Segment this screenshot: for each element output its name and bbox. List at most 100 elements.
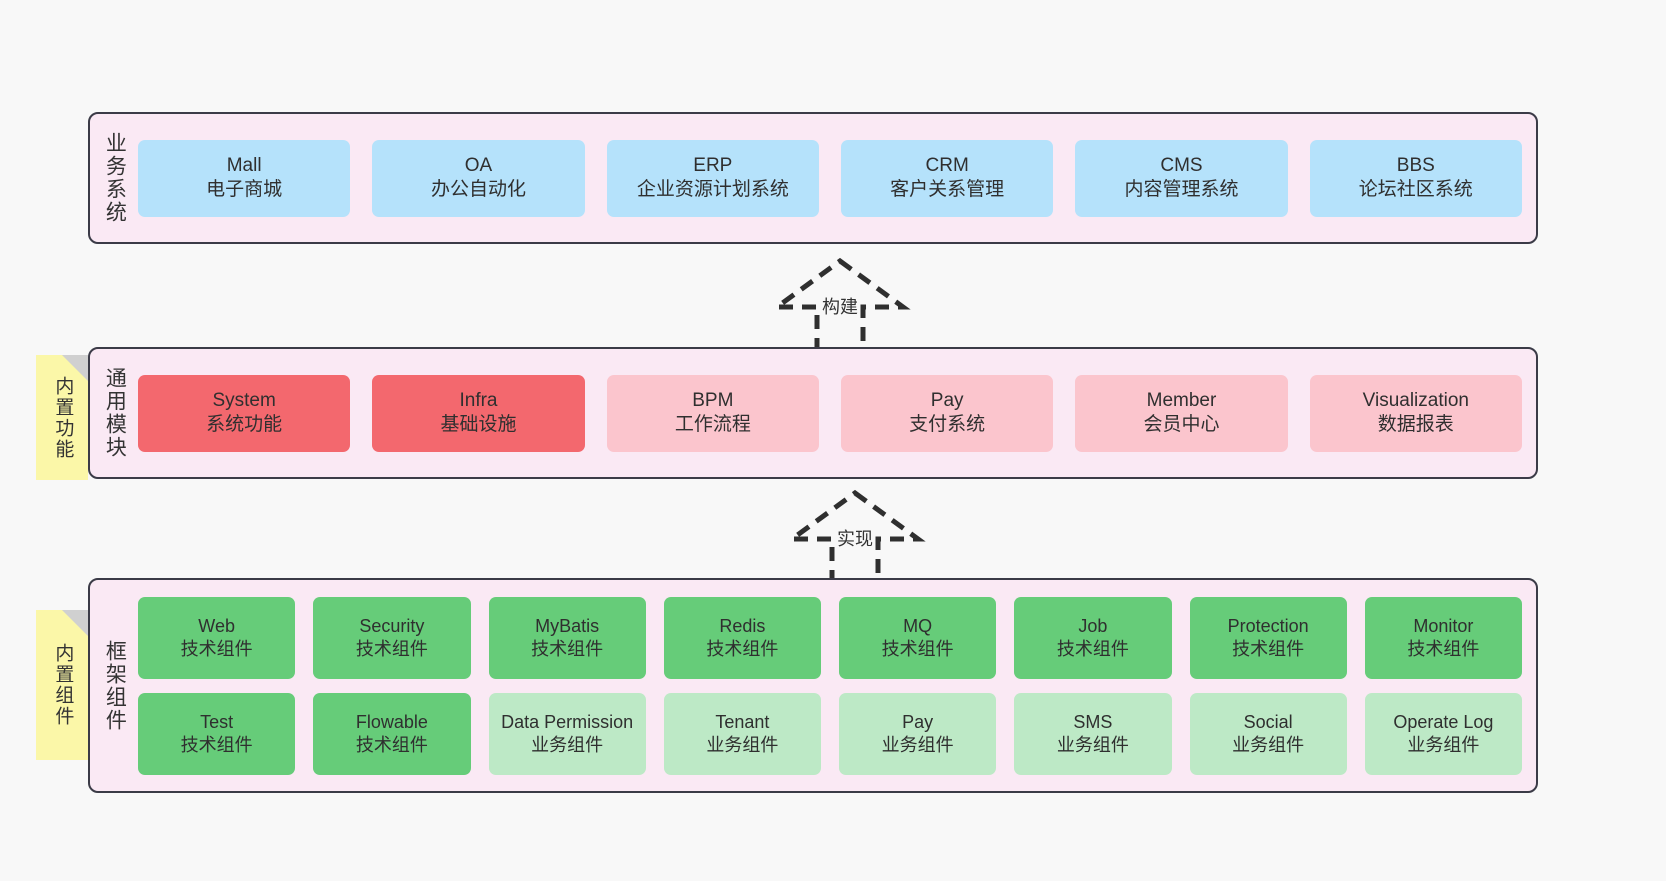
node-visualization[interactable]: Visualization 数据报表 — [1309, 374, 1522, 452]
node-system[interactable]: System 系统功能 — [138, 374, 351, 452]
node-title: BPM — [692, 390, 734, 412]
node-subtitle: 系统功能 — [206, 414, 283, 435]
node-title: Web — [198, 615, 235, 636]
node-title: BBS — [1396, 155, 1435, 177]
note-text: 内置组件 — [52, 643, 74, 727]
layer-framework-components: 框架组件 Web 技术组件 Security 技术组件 MyBatis 技术组件… — [88, 578, 1538, 793]
node-cms[interactable]: CMS 内容管理系统 — [1075, 139, 1288, 217]
node-operate-log[interactable]: Operate Log 业务组件 — [1364, 692, 1522, 775]
node-subtitle: 业务组件 — [1056, 734, 1129, 755]
node-title: CRM — [925, 155, 969, 177]
node-subtitle: 技术组件 — [180, 734, 253, 755]
node-security[interactable]: Security 技术组件 — [313, 596, 471, 679]
node-social[interactable]: Social 业务组件 — [1189, 692, 1347, 775]
arrow-label-implement: 实现 — [837, 529, 873, 549]
node-tenant[interactable]: Tenant 业务组件 — [663, 692, 821, 775]
layer-body-business: Mall 电子商城 OA 办公自动化 ERP 企业资源计划系统 CRM 客户关系… — [138, 114, 1536, 242]
node-subtitle: 办公自动化 — [430, 179, 526, 200]
node-monitor[interactable]: Monitor 技术组件 — [1364, 596, 1522, 679]
node-subtitle: 电子商城 — [206, 179, 283, 200]
node-web[interactable]: Web 技术组件 — [138, 596, 296, 679]
node-subtitle: 业务组件 — [1232, 734, 1305, 755]
layer-label-business: 业务系统 — [103, 132, 127, 224]
node-title: Mall — [226, 155, 262, 177]
node-title: Redis — [719, 615, 766, 636]
node-protection[interactable]: Protection 技术组件 — [1189, 596, 1347, 679]
note-fold-corner-icon — [62, 355, 88, 381]
node-title: MyBatis — [535, 615, 600, 636]
node-job[interactable]: Job 技术组件 — [1014, 596, 1172, 679]
node-subtitle: 技术组件 — [180, 638, 253, 659]
node-subtitle: 会员中心 — [1143, 414, 1220, 435]
node-mq[interactable]: MQ 技术组件 — [839, 596, 997, 679]
node-title: Data Permission — [501, 711, 634, 732]
node-crm[interactable]: CRM 客户关系管理 — [840, 139, 1054, 217]
node-mall[interactable]: Mall 电子商城 — [138, 139, 351, 217]
node-subtitle: 企业资源计划系统 — [636, 179, 789, 200]
node-mybatis[interactable]: MyBatis 技术组件 — [488, 596, 646, 679]
note-builtin-functions: 内置功能 — [36, 355, 88, 480]
node-subtitle: 业务组件 — [1407, 734, 1480, 755]
node-title: Pay — [902, 711, 934, 732]
node-title: Infra — [459, 390, 498, 412]
node-subtitle: 内容管理系统 — [1124, 179, 1239, 200]
node-title: Security — [359, 615, 425, 636]
node-flowable[interactable]: Flowable 技术组件 — [313, 692, 471, 775]
node-title: Job — [1078, 615, 1108, 636]
node-pay-component[interactable]: Pay 业务组件 — [839, 692, 997, 775]
node-bbs[interactable]: BBS 论坛社区系统 — [1309, 139, 1522, 217]
node-subtitle: 技术组件 — [531, 638, 604, 659]
node-oa[interactable]: OA 办公自动化 — [372, 139, 585, 217]
node-title: CMS — [1160, 155, 1203, 177]
node-subtitle: 技术组件 — [1056, 638, 1129, 659]
arrow-label-build: 构建 — [822, 297, 858, 317]
node-title: System — [212, 390, 276, 412]
node-redis[interactable]: Redis 技术组件 — [663, 596, 821, 679]
node-subtitle: 技术组件 — [881, 638, 954, 659]
node-title: Tenant — [715, 711, 770, 732]
layer-business-systems: 业务系统 Mall 电子商城 OA 办公自动化 ERP 企业资源计划系统 CRM… — [88, 112, 1538, 244]
node-subtitle: 业务组件 — [531, 734, 604, 755]
node-member[interactable]: Member 会员中心 — [1075, 374, 1288, 452]
node-title: Monitor — [1413, 615, 1474, 636]
node-erp[interactable]: ERP 企业资源计划系统 — [606, 139, 819, 217]
node-title: SMS — [1073, 711, 1113, 732]
node-pay-module[interactable]: Pay 支付系统 — [840, 374, 1054, 452]
node-subtitle: 数据报表 — [1377, 414, 1454, 435]
node-title: Member — [1146, 390, 1217, 412]
node-subtitle: 客户关系管理 — [890, 179, 1005, 200]
node-test[interactable]: Test 技术组件 — [138, 692, 296, 775]
node-subtitle: 工作流程 — [674, 414, 751, 435]
note-text: 内置功能 — [52, 375, 74, 460]
node-subtitle: 技术组件 — [355, 734, 428, 755]
node-subtitle: 支付系统 — [909, 414, 986, 435]
node-title: ERP — [693, 155, 733, 177]
node-title: Test — [200, 711, 234, 732]
node-title: MQ — [903, 615, 933, 636]
node-subtitle: 技术组件 — [355, 638, 428, 659]
node-sms[interactable]: SMS 业务组件 — [1014, 692, 1172, 775]
node-infra[interactable]: Infra 基础设施 — [372, 374, 585, 452]
node-title: Protection — [1227, 615, 1309, 636]
node-subtitle: 业务组件 — [706, 734, 779, 755]
layer-body-framework: Web 技术组件 Security 技术组件 MyBatis 技术组件 Redi… — [138, 580, 1536, 791]
layer-label-common: 通用模块 — [103, 367, 127, 459]
arrow-implement: 实现 — [770, 487, 940, 587]
node-subtitle: 基础设施 — [440, 414, 517, 435]
node-data-permission[interactable]: Data Permission 业务组件 — [488, 692, 646, 775]
note-fold-corner-icon — [62, 610, 88, 636]
note-builtin-components: 内置组件 — [36, 610, 88, 760]
node-subtitle: 论坛社区系统 — [1358, 179, 1473, 200]
node-row: Test 技术组件 Flowable 技术组件 Data Permission … — [138, 692, 1522, 775]
node-title: Operate Log — [1393, 711, 1494, 732]
node-title: Flowable — [355, 711, 428, 732]
node-title: Pay — [930, 390, 964, 412]
layer-body-common: System 系统功能 Infra 基础设施 BPM 工作流程 Pay 支付系统… — [138, 349, 1536, 477]
node-title: Visualization — [1362, 390, 1469, 412]
node-title: Social — [1243, 711, 1293, 732]
node-row: System 系统功能 Infra 基础设施 BPM 工作流程 Pay 支付系统… — [138, 374, 1522, 452]
node-bpm[interactable]: BPM 工作流程 — [606, 374, 819, 452]
node-row: Web 技术组件 Security 技术组件 MyBatis 技术组件 Redi… — [138, 596, 1522, 679]
node-title: OA — [464, 155, 493, 177]
